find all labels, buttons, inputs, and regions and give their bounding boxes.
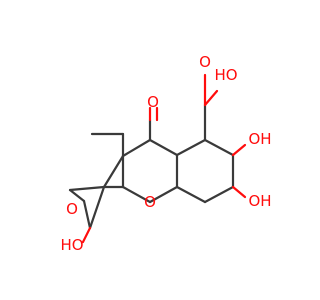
ketone-oxygen-label: O xyxy=(147,93,159,111)
bond xyxy=(231,185,247,199)
bond xyxy=(81,226,92,244)
bond xyxy=(175,138,207,157)
atom-labels: O O O HO OH OH HO O xyxy=(60,53,271,254)
bond xyxy=(231,143,247,157)
acid-hydroxyl-label: HO xyxy=(214,66,237,84)
bond xyxy=(82,199,92,230)
bond xyxy=(68,188,86,203)
bond xyxy=(175,185,207,204)
bond xyxy=(203,185,235,204)
hydroxyl-left-label: HO xyxy=(60,236,83,254)
bond-layer xyxy=(68,73,247,244)
hydroxyl-right-lower-label: OH xyxy=(248,192,271,210)
ring-oxygen-label: O xyxy=(66,200,78,218)
molecule-structure-diagram: O O O HO OH OH HO O xyxy=(60,53,271,254)
bond xyxy=(203,138,235,157)
acid-carbonyl-oxygen-label: O xyxy=(199,53,211,71)
bond xyxy=(121,185,152,204)
bond xyxy=(68,185,106,192)
bond xyxy=(102,154,125,189)
bond xyxy=(88,185,106,230)
bond xyxy=(148,185,179,204)
hydroxyl-right-upper-label: OH xyxy=(248,130,271,148)
bridge-oxygen-label: O xyxy=(144,193,156,211)
bond xyxy=(121,138,152,158)
bond xyxy=(148,138,179,157)
bond xyxy=(203,89,219,107)
